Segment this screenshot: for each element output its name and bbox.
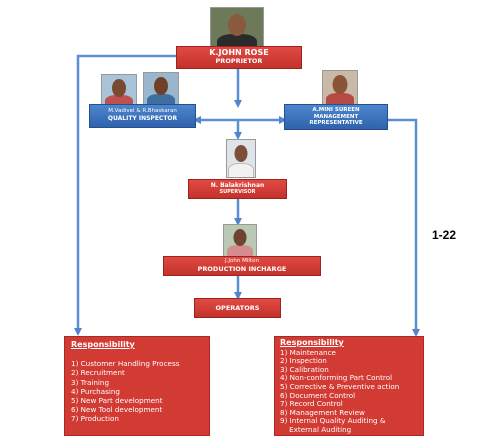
- left-panel-item: 4) Purchasing: [71, 386, 120, 396]
- operators-box[interactable]: OPERATORS: [194, 298, 281, 318]
- supervisor-title: SUPERVISOR: [219, 189, 256, 195]
- quality-inspector-name: M.Vadivel & R.Bhaskaran: [108, 108, 177, 114]
- right-panel-heading: Responsibility: [280, 338, 344, 347]
- right-panel-item: 9) Internal Quality Auditing &: [280, 416, 386, 426]
- management-photo: [322, 70, 358, 107]
- left-panel-item: 1) Customer Handling Process: [71, 359, 180, 369]
- left-panel-item: 5) New Part development: [71, 396, 163, 406]
- left-panel-item: 3) Training: [71, 377, 110, 387]
- supervisor-box[interactable]: N. Balakrishnan SUPERVISOR: [188, 179, 287, 199]
- quality-inspector-box[interactable]: M.Vadivel & R.Bhaskaran QUALITY INSPECTO…: [89, 104, 196, 128]
- right-panel-item: 6) Document Control: [280, 390, 356, 400]
- operators-label: OPERATORS: [215, 304, 260, 312]
- proprietor-title: PROPRIETOR: [215, 57, 263, 65]
- management-title-line1: MANAGEMENT: [313, 114, 359, 120]
- supervisor-name: N. Balakrishnan: [210, 182, 265, 189]
- right-panel-item: External Auditing: [280, 424, 352, 434]
- management-name: A.MINI SUREEN: [312, 107, 360, 113]
- production-incharge-photo: [223, 224, 257, 258]
- right-panel-item: 7) Record Control: [280, 399, 343, 409]
- proprietor-photo: [210, 7, 264, 49]
- production-incharge-box[interactable]: J.John Milton PRODUCTION INCHARGE: [163, 256, 321, 276]
- left-panel-heading: Responsibility: [71, 340, 135, 349]
- right-panel-item: 1) Maintenance: [280, 347, 336, 357]
- quality-inspector-photo-1: [101, 74, 137, 108]
- left-responsibility-panel: Responsibility 1) Customer Handling Proc…: [64, 336, 210, 436]
- management-title-line2: REPRESENTATIVE: [309, 120, 363, 126]
- left-panel-item: 6) New Tool development: [71, 405, 163, 415]
- right-panel-item: 5) Corrective & Preventive action: [280, 381, 400, 391]
- production-incharge-title: PRODUCTION INCHARGE: [197, 265, 287, 273]
- right-panel-item: 3) Calibration: [280, 364, 329, 374]
- right-panel-item: 8) Management Review: [280, 407, 365, 417]
- right-responsibility-panel: Responsibility 1) Maintenance 2) Inspect…: [274, 336, 424, 436]
- right-panel-item: 2) Inspection: [280, 356, 327, 366]
- supervisor-photo: [226, 139, 256, 178]
- connector-proprietor-left: [74, 54, 176, 336]
- right-panel-item: 4) Non-conforming Part Control: [280, 373, 393, 383]
- production-incharge-name: J.John Milton: [225, 258, 259, 264]
- page-number: 1-22: [432, 228, 457, 242]
- quality-inspector-photo-2: [143, 72, 179, 108]
- left-panel-item: 7) Production: [71, 414, 119, 424]
- quality-inspector-title: QUALITY INSPECTOR: [107, 115, 178, 122]
- management-box[interactable]: A.MINI SUREEN MANAGEMENT REPRESENTATIVE: [284, 104, 388, 130]
- proprietor-name: K.JOHN ROSE: [209, 48, 269, 57]
- proprietor-box[interactable]: K.JOHN ROSE PROPRIETOR: [176, 46, 302, 69]
- left-panel-item: 2) Recruitment: [71, 368, 125, 378]
- connector-management-right: [388, 118, 420, 337]
